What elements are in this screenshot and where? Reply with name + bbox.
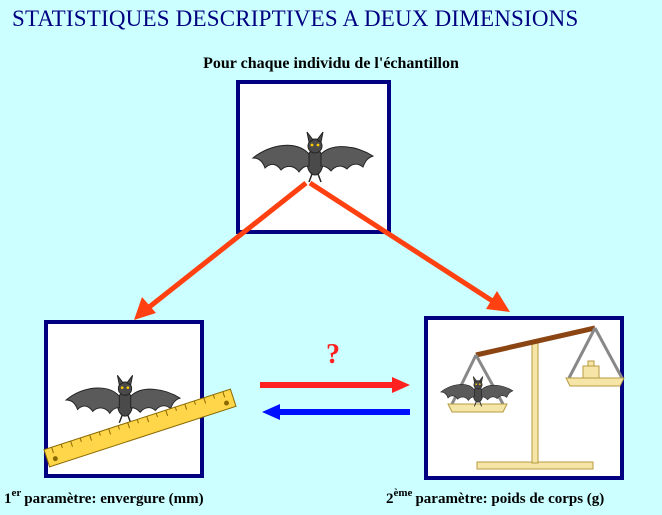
- subtitle: Pour chaque individu de l'échantillon: [203, 55, 459, 72]
- page-title: STATISTIQUES DESCRIPTIVES A DEUX DIMENSI…: [12, 6, 579, 31]
- question-mark: ?: [326, 339, 340, 370]
- left-caption-ordinal: 1: [4, 491, 12, 507]
- orange-arrow-left: [134, 181, 308, 320]
- orange-arrow-right: [308, 180, 510, 312]
- red-arrow-right: [260, 377, 410, 393]
- left-caption-text: paramètre: envergure (mm): [24, 491, 204, 507]
- right-caption-ordinal-suffix: ème: [393, 487, 413, 499]
- left-caption-ordinal-suffix: er: [11, 487, 22, 499]
- right-caption-text: paramètre: poids de corps (g): [415, 491, 605, 507]
- right-caption-ordinal: 2: [386, 491, 394, 507]
- bat-with-ruler-icon: [43, 374, 237, 468]
- blue-arrow-left: [262, 404, 410, 420]
- bat-on-balance-scale-icon: [440, 325, 625, 470]
